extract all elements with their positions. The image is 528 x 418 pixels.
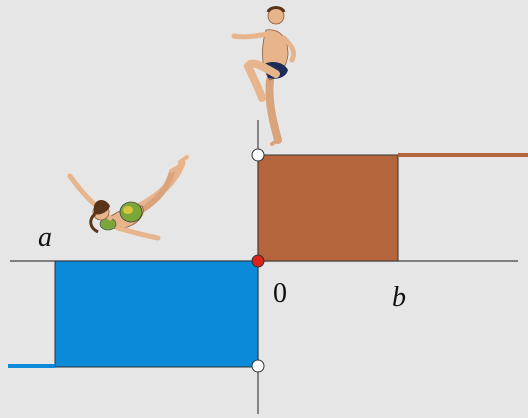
diving-swimmer-figure [70,157,187,238]
label-a: a [38,222,52,253]
upper-open-circle [252,149,264,161]
origin-dot [252,255,264,267]
lower-open-circle [252,360,264,372]
label-zero: 0 [273,278,287,309]
jumping-swimmer-figure [234,8,294,145]
brown-region [258,155,398,261]
blue-region [55,261,258,367]
label-b: b [392,282,406,313]
